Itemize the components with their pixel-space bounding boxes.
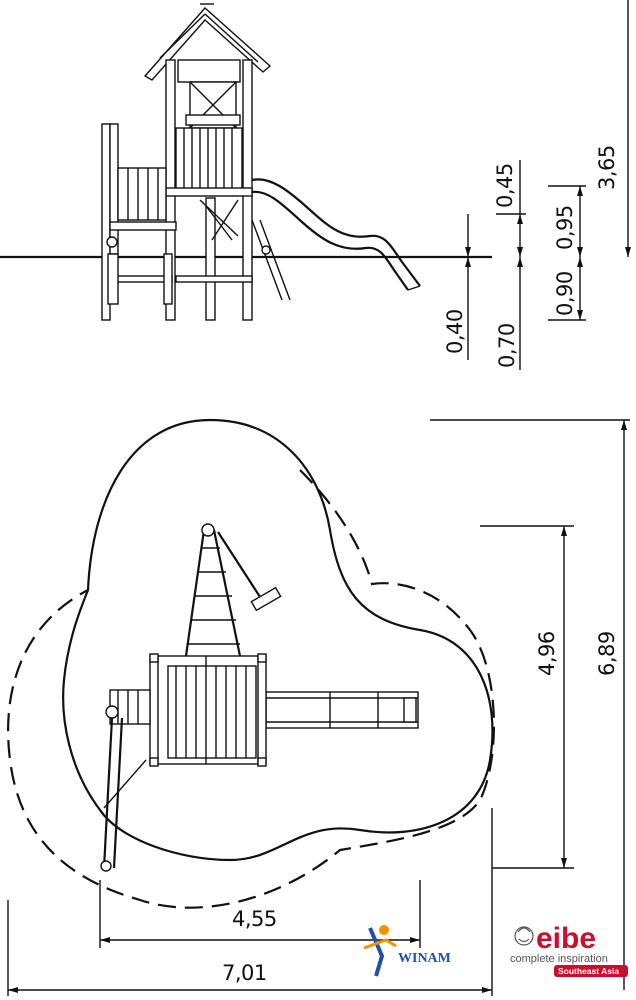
winam-head-icon xyxy=(379,925,389,935)
eibe-wordmark: eibe xyxy=(536,922,596,955)
tower-roof xyxy=(143,3,272,81)
elevation-view: 3,65 0,45 0,95 0,90 0,40 0,70 xyxy=(0,0,631,370)
tower-upper-panel xyxy=(177,59,241,129)
dim-inner-height: 4,96 xyxy=(535,631,559,676)
winam-logo: WINAM xyxy=(362,920,482,980)
tower-bracing xyxy=(175,199,291,301)
plan-view: 4,96 6,89 4,55 7,01 xyxy=(7,418,630,996)
dim-total-height: 3,65 xyxy=(595,145,619,190)
winam-wordmark: WINAM xyxy=(398,951,451,966)
dim-roof-part: 0,45 xyxy=(493,163,517,208)
eibe-region: Southeast Asia xyxy=(558,966,619,976)
dim-inner-width: 4,55 xyxy=(232,907,277,931)
dim-outer-width: 7,01 xyxy=(222,961,267,985)
dim-foundation-right: 0,70 xyxy=(495,323,519,368)
elevation-dimension-lines xyxy=(465,0,631,370)
side-climber xyxy=(101,123,177,321)
eibe-face-icon xyxy=(514,926,534,946)
plan-ladder xyxy=(184,523,282,657)
safety-area-outer xyxy=(7,469,496,909)
eibe-tagline: complete inspiration xyxy=(510,953,608,965)
plan-slide xyxy=(265,691,419,729)
eibe-logo: eibe complete inspiration Southeast Asia xyxy=(508,918,630,980)
dim-foundation-left: 0,40 xyxy=(443,309,467,354)
winam-figure-icon xyxy=(368,927,385,977)
safety-area-inner xyxy=(62,418,494,862)
dim-platform-lower: 0,90 xyxy=(553,271,577,316)
dim-platform-upper: 0,95 xyxy=(553,205,577,250)
tower-wall xyxy=(165,127,253,197)
plan-side-climber xyxy=(100,689,151,872)
plan-dimension-lines xyxy=(7,419,630,996)
slide xyxy=(251,178,421,291)
dim-outer-height: 6,89 xyxy=(595,631,619,676)
plan-tower xyxy=(149,653,267,767)
